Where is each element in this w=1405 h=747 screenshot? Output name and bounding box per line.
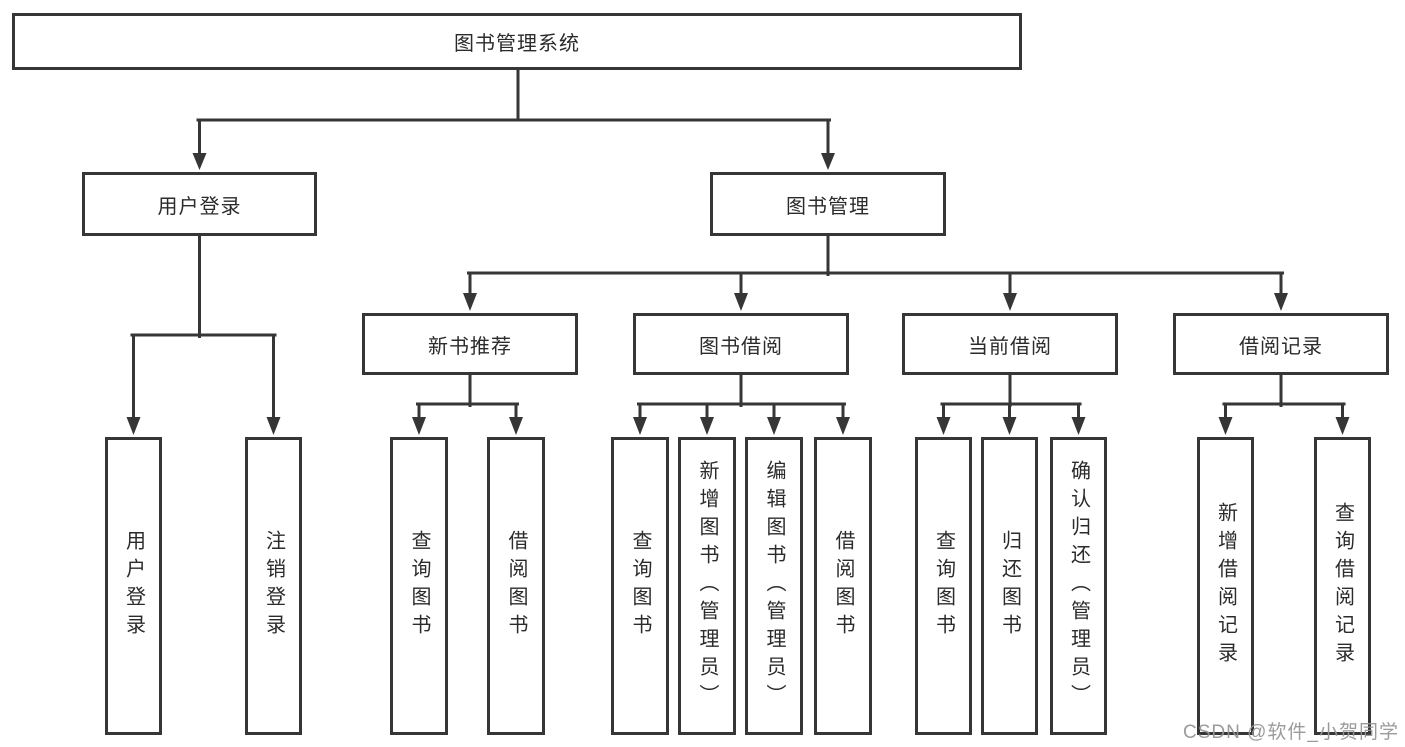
- leaf-borrow-add-books-admin: 新增图书（管理员）: [678, 437, 736, 735]
- leaf-logout-label: 注销登录: [262, 530, 285, 642]
- leaf-current-confirm-return-admin-label: 确认归还（管理员）: [1067, 460, 1090, 712]
- leaf-borrow-query-books: 查询图书: [611, 437, 669, 735]
- leaf-borrow-borrow-books-label: 借阅图书: [832, 530, 854, 642]
- leaf-current-return-books: 归还图书: [981, 437, 1038, 735]
- leaf-borrow-edit-books-admin: 编辑图书（管理员）: [745, 437, 803, 735]
- leaf-recommend-query-books: 查询图书: [390, 437, 448, 735]
- leaf-records-query-record-label: 查询借阅记录: [1331, 502, 1354, 670]
- leaf-current-return-books-label: 归还图书: [998, 530, 1021, 642]
- node-new-book-recommend-label: 新书推荐: [428, 335, 512, 358]
- leaf-recommend-borrow-books-label: 借阅图书: [505, 530, 527, 642]
- leaf-borrow-add-books-admin-label: 新增图书（管理员）: [696, 460, 718, 712]
- leaf-records-add-record-label: 新增借阅记录: [1214, 502, 1237, 670]
- node-borrow-records-label: 借阅记录: [1239, 335, 1323, 358]
- node-new-book-recommend: 新书推荐: [362, 313, 578, 375]
- node-book-management: 图书管理: [710, 172, 946, 236]
- node-book-borrow-label: 图书借阅: [699, 335, 783, 358]
- leaf-user-login: 用户登录: [105, 437, 162, 735]
- node-current-borrow: 当前借阅: [902, 313, 1118, 375]
- node-root-system: 图书管理系统: [12, 13, 1022, 70]
- node-user-login-label: 用户登录: [157, 195, 242, 218]
- leaf-current-query-books: 查询图书: [915, 437, 972, 735]
- node-root-label: 图书管理系统: [454, 33, 580, 55]
- leaf-records-query-record: 查询借阅记录: [1314, 437, 1371, 735]
- leaf-current-query-books-label: 查询图书: [932, 530, 955, 642]
- node-user-login: 用户登录: [82, 172, 317, 236]
- leaf-current-confirm-return-admin: 确认归还（管理员）: [1050, 437, 1107, 735]
- node-current-borrow-label: 当前借阅: [968, 335, 1052, 358]
- leaf-records-add-record: 新增借阅记录: [1197, 437, 1254, 735]
- leaf-borrow-query-books-label: 查询图书: [629, 530, 651, 642]
- leaf-recommend-borrow-books: 借阅图书: [487, 437, 545, 735]
- leaf-borrow-borrow-books: 借阅图书: [814, 437, 872, 735]
- node-book-management-label: 图书管理: [786, 195, 870, 218]
- leaf-user-login-label: 用户登录: [122, 530, 145, 642]
- node-borrow-records: 借阅记录: [1173, 313, 1389, 375]
- csdn-watermark: CSDN @软件_小贺同学: [1183, 722, 1399, 743]
- leaf-borrow-edit-books-admin-label: 编辑图书（管理员）: [763, 460, 785, 712]
- leaf-logout: 注销登录: [245, 437, 302, 735]
- leaf-recommend-query-books-label: 查询图书: [408, 530, 430, 642]
- node-book-borrow: 图书借阅: [633, 313, 849, 375]
